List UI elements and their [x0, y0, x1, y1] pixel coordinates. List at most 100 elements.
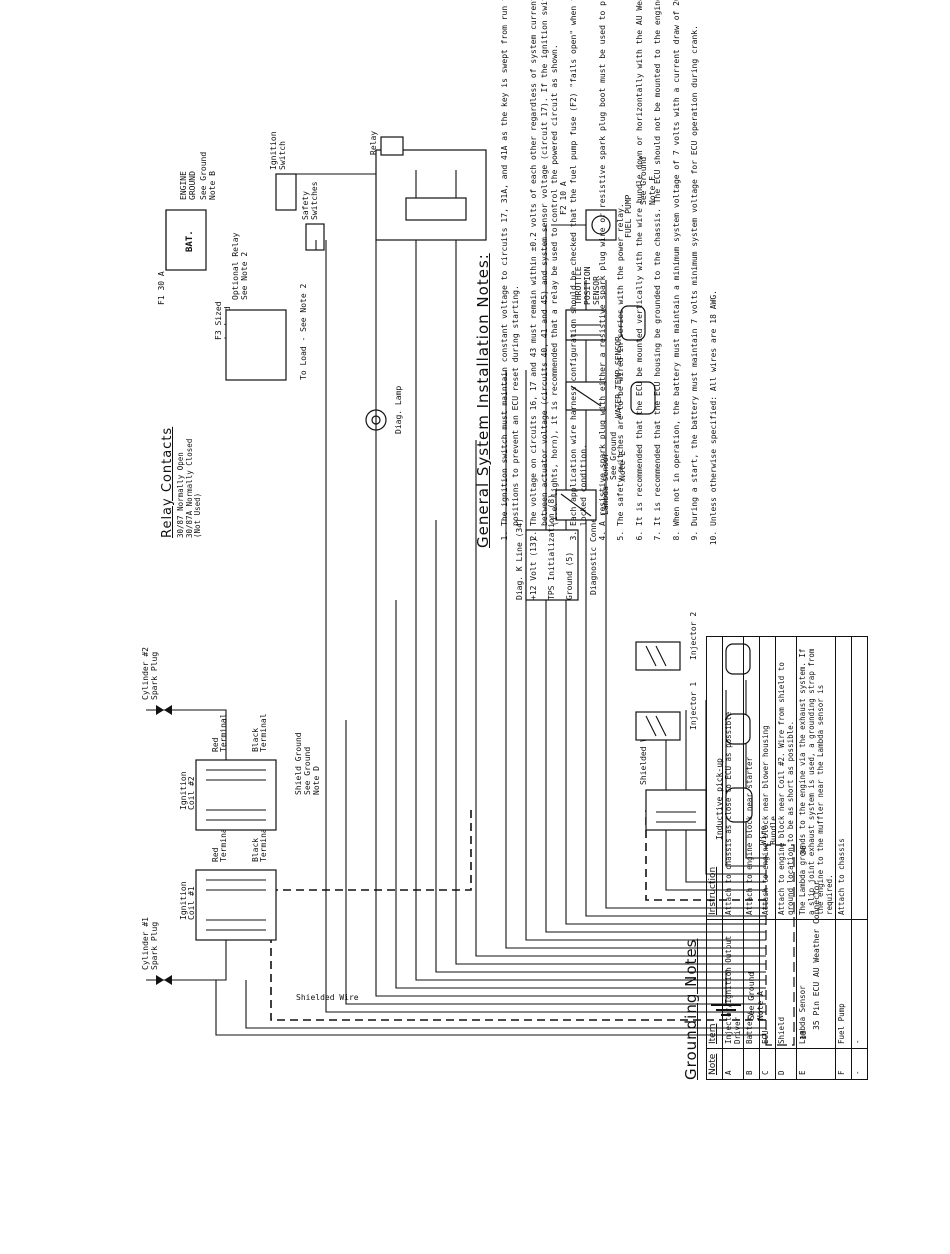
relay-contacts: Relay Contacts 30/87 Normally Open 30/87… [160, 408, 220, 538]
fuel-pump-label: FUEL PUMP [624, 194, 633, 238]
injector1-label: Injector 1 [689, 682, 698, 730]
table-cell: The Lambda grounds to the engine via the… [796, 636, 836, 920]
wire-bundle-label: Wire [759, 826, 768, 845]
col-item-header: Item [706, 919, 723, 1049]
svg-text:GROUND: GROUND [188, 171, 197, 200]
ignition-coil-1: Ignition Coil #1 Red Terminal Black Term… [179, 823, 277, 981]
relay-contact-line-3: (Not Used) [193, 492, 202, 538]
diag-connector-label: Diagnostic Connector [589, 498, 598, 595]
col-instruction-header: Instruction [706, 636, 723, 920]
svg-text:Note B: Note B [208, 171, 217, 200]
table-cell: Attach to engine block near Coil #2. Wir… [775, 636, 797, 920]
svg-text:See Ground: See Ground [303, 747, 312, 795]
table-row: -- [851, 636, 868, 1080]
pin-36-label: 36 [799, 845, 808, 855]
general-note-item: The ignition switch must maintain consta… [500, 0, 521, 526]
table-cell: - [851, 1048, 868, 1080]
cyl1-plug-label: Cylinder #1 [141, 917, 150, 970]
engine-ground-a: See Ground Note A [711, 970, 765, 1020]
relay-contacts-title: Relay Contacts [160, 426, 175, 538]
injector-1: Injector 1 [635, 682, 751, 745]
red-terminal-1-label: Red [211, 847, 220, 862]
relay: Relay [369, 131, 487, 241]
general-note-item: Unless otherwise specified: All wires ar… [709, 0, 720, 526]
svg-text:Safety: Safety [301, 191, 310, 220]
table-cell: D [775, 1048, 797, 1080]
water-temp-sensor: WATER TEMP SENSOR [565, 336, 656, 418]
fuel-pump: FUEL PUMP See Ground Note F F2 10 A [551, 157, 657, 241]
ecu-connector-label: 35 Pin ECU AU Weather Connector [812, 881, 821, 1030]
pin-18-label: 18 [799, 1030, 808, 1040]
diag-12v-label: +12 Volt (13) [529, 537, 538, 600]
table-cell: ECU [759, 919, 776, 1049]
svg-text:See Ground: See Ground [199, 152, 208, 200]
table-cell: Lambda Sensor [796, 919, 836, 1049]
f1-label: F1 30 A [157, 271, 166, 305]
to-load-label: To Load - See Note 2 [299, 283, 308, 380]
table-cell: Attach to engine block near blower housi… [759, 636, 776, 920]
svg-text:See Note 2: See Note 2 [240, 252, 249, 300]
svg-text:Note A: Note A [756, 991, 765, 1020]
table-cell: Attach to chassis [835, 636, 852, 920]
ign-coil2-label: Ignition [179, 771, 188, 810]
diag-tps-label: TPS Initialization (8) [547, 494, 556, 600]
safety-switches: Safety Switches [301, 181, 325, 251]
wire-bundle [215, 280, 766, 1036]
svg-text:Note F: Note F [648, 176, 657, 205]
table-cell: Attach to engine block near starter [743, 636, 760, 920]
svg-text:Bundle: Bundle [769, 816, 778, 845]
svg-text:Ignition: Ignition [269, 131, 278, 170]
general-note-item: It is recommended that the ECU housing b… [653, 0, 664, 526]
cyl2-plug-label: Cylinder #2 [141, 647, 150, 700]
svg-text:See Ground: See Ground [639, 157, 648, 205]
svg-text:SENSOR: SENSOR [592, 276, 601, 305]
optional-relay: Optional Relay See Note 2 To Load - See … [225, 232, 308, 381]
pickup-connector [725, 787, 753, 823]
diagnostic-connector: Diagnostic Connector Diag. K Line (34) +… [515, 494, 598, 601]
svg-text:Switch: Switch [278, 141, 287, 170]
table-cell: Fuel Pump [835, 919, 852, 1049]
cylinder-2-spark-plug: Cylinder #2 Spark Plug [141, 647, 186, 715]
svg-text:Spark Plug: Spark Plug [150, 922, 159, 970]
svg-text:Black: Black [251, 728, 260, 752]
svg-text:Note D: Note D [312, 766, 321, 795]
injector2-label: Injector 2 [689, 612, 698, 660]
ignition-switch: Ignition Switch [269, 131, 297, 211]
battery: BAT. F1 30 A F3 Sized to Load ENGINE GRO… [157, 152, 232, 340]
throttle-position-sensor: THROTTLE POSITION SENSOR [565, 266, 646, 341]
svg-text:Red: Red [211, 737, 220, 752]
bat-label: BAT. [185, 230, 195, 252]
table-cell: Shield [775, 919, 797, 1049]
svg-text:Terminal: Terminal [219, 823, 228, 862]
table-cell: Attach to chassis as close to ECU as pos… [722, 636, 744, 920]
svg-text:Note E: Note E [618, 451, 627, 480]
optional-relay-label: Optional Relay [231, 232, 240, 300]
relay-symbol [380, 136, 404, 156]
f2-label: F2 10 A [559, 181, 568, 215]
lambda-sensor: Lambda sensor See Ground Note E [555, 432, 627, 521]
diag-lamp: Diag. Lamp [365, 386, 403, 434]
general-note-item: Each application wire harness configurat… [569, 0, 590, 526]
general-note-item: It is recommended that the ECU be mounte… [635, 0, 646, 526]
inductive-pickup-label: Inductive pick-up [715, 758, 724, 840]
table-cell: F [835, 1048, 852, 1080]
svg-text:THROTTLE: THROTTLE [574, 266, 583, 305]
injector-2: Injector 2 [635, 612, 751, 675]
svg-text:Terminal: Terminal [259, 713, 268, 752]
general-note-item: The safety switches are to be wired in s… [616, 0, 627, 526]
table-cell: - [851, 919, 868, 1049]
general-notes-block: General System Installation Notes: The i… [474, 0, 718, 548]
general-note-item: During a start, the battery must maintai… [690, 0, 701, 526]
svg-text:See Ground: See Ground [609, 432, 618, 480]
svg-text:Spark Plug: Spark Plug [150, 652, 159, 700]
water-temp-label: WATER TEMP SENSOR [614, 336, 623, 418]
svg-text:Coil #2: Coil #2 [187, 776, 196, 810]
table-cell: A [722, 1048, 744, 1080]
